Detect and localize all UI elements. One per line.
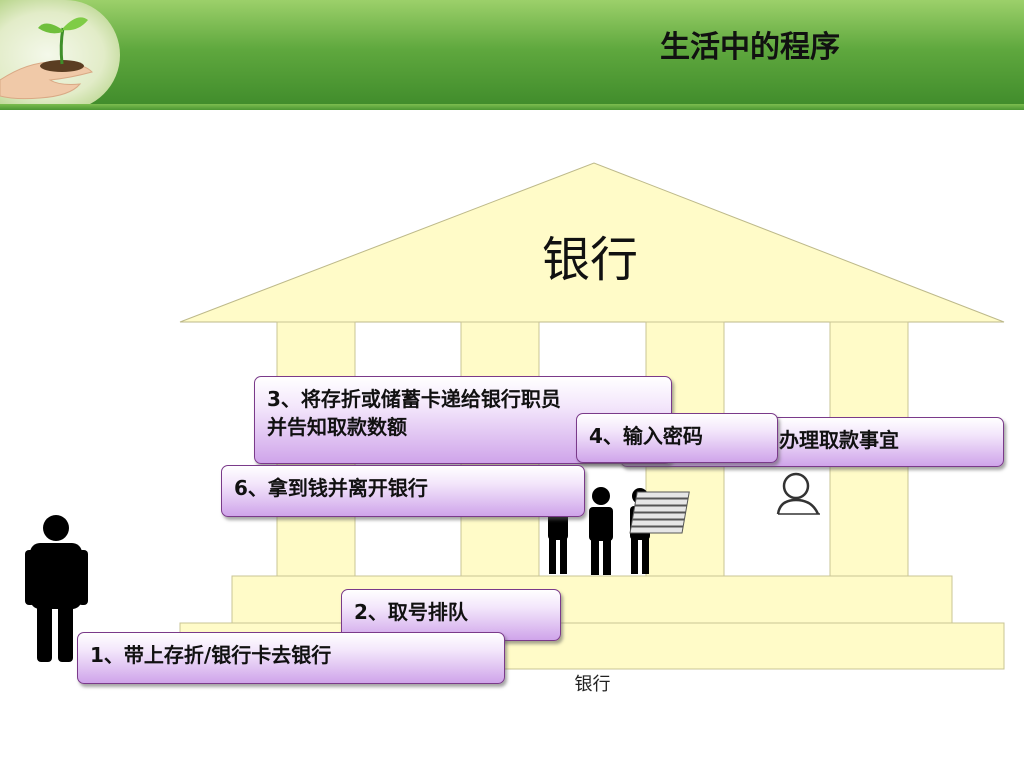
bank-upper-step	[231, 575, 953, 625]
bank-roof	[179, 162, 1005, 323]
bank-clerk-icon	[776, 472, 820, 515]
step-1-text: 1、带上存折/银行卡去银行	[90, 643, 332, 667]
step-3-text-line1: 3、将存折或储蓄卡递给银行职员	[267, 387, 561, 411]
page-title: 生活中的程序	[660, 30, 840, 65]
step-6-callout: 6、拿到钱并离开银行	[221, 465, 585, 517]
step-1-callout: 1、带上存折/银行卡去银行	[77, 632, 505, 684]
step-4-callout: 4、输入密码	[576, 413, 778, 463]
money-stack-icon	[629, 491, 690, 534]
step-2-callout: 2、取号排队	[341, 589, 561, 641]
step-5-text: 办理取款事宜	[779, 428, 899, 452]
step-6-text: 6、拿到钱并离开银行	[234, 476, 428, 500]
step-3-text-line2: 并告知取款数额	[267, 415, 407, 439]
seedling-in-hand-photo	[0, 0, 120, 110]
bank-caption: 银行	[574, 674, 611, 695]
header-bar: 生活中的程序	[0, 0, 1024, 110]
step-4-text: 4、输入密码	[589, 424, 703, 448]
step-2-text: 2、取号排队	[354, 600, 468, 624]
customer-person-icon	[25, 515, 88, 662]
header-stripe	[0, 104, 1024, 110]
bank-name-label: 银行	[541, 232, 638, 288]
